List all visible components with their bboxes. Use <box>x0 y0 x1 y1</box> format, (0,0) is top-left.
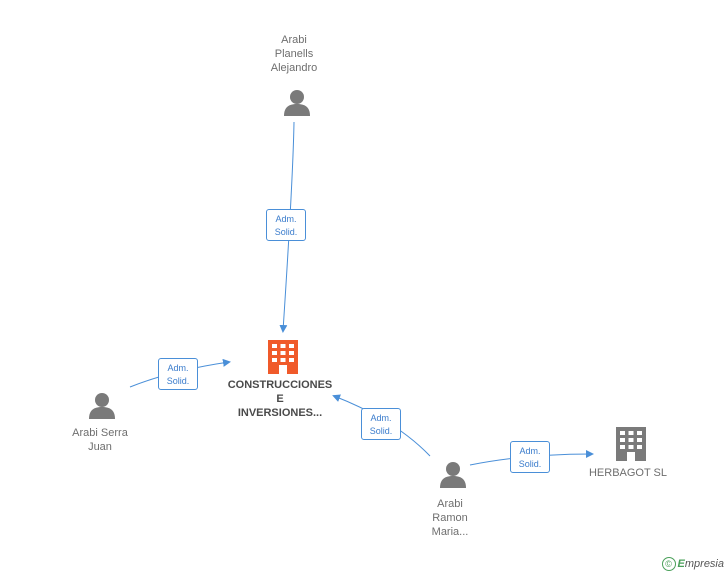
node-label-center[interactable]: CONSTRUCCIONES E INVERSIONES... <box>227 379 333 419</box>
node-label-ramon[interactable]: Arabi Ramon Maria... <box>431 498 469 538</box>
building-icon[interactable] <box>268 340 298 374</box>
person-icon[interactable] <box>89 393 115 419</box>
node-label-herbagot[interactable]: HERBAGOT SL <box>588 467 668 479</box>
edge-label-ramon-center[interactable]: Adm. Solid. <box>361 408 401 440</box>
building-icon[interactable] <box>616 427 646 461</box>
edge-label-ramon-herbagot[interactable]: Adm. Solid. <box>510 441 550 473</box>
node-label-serra[interactable]: Arabi Serra Juan <box>72 427 128 453</box>
node-label-planells[interactable]: Arabi Planells Alejandro <box>270 34 318 74</box>
person-icon[interactable] <box>284 90 310 116</box>
brand-logo: ©Empresia <box>661 557 724 571</box>
brand-initial: E <box>677 557 685 570</box>
copyright-icon: © <box>661 557 676 571</box>
edge-label-planells-center[interactable]: Adm. Solid. <box>266 209 306 241</box>
edge-label-serra-center[interactable]: Adm. Solid. <box>158 358 198 390</box>
person-icon[interactable] <box>440 462 466 488</box>
brand-name: mpresia <box>684 557 724 570</box>
